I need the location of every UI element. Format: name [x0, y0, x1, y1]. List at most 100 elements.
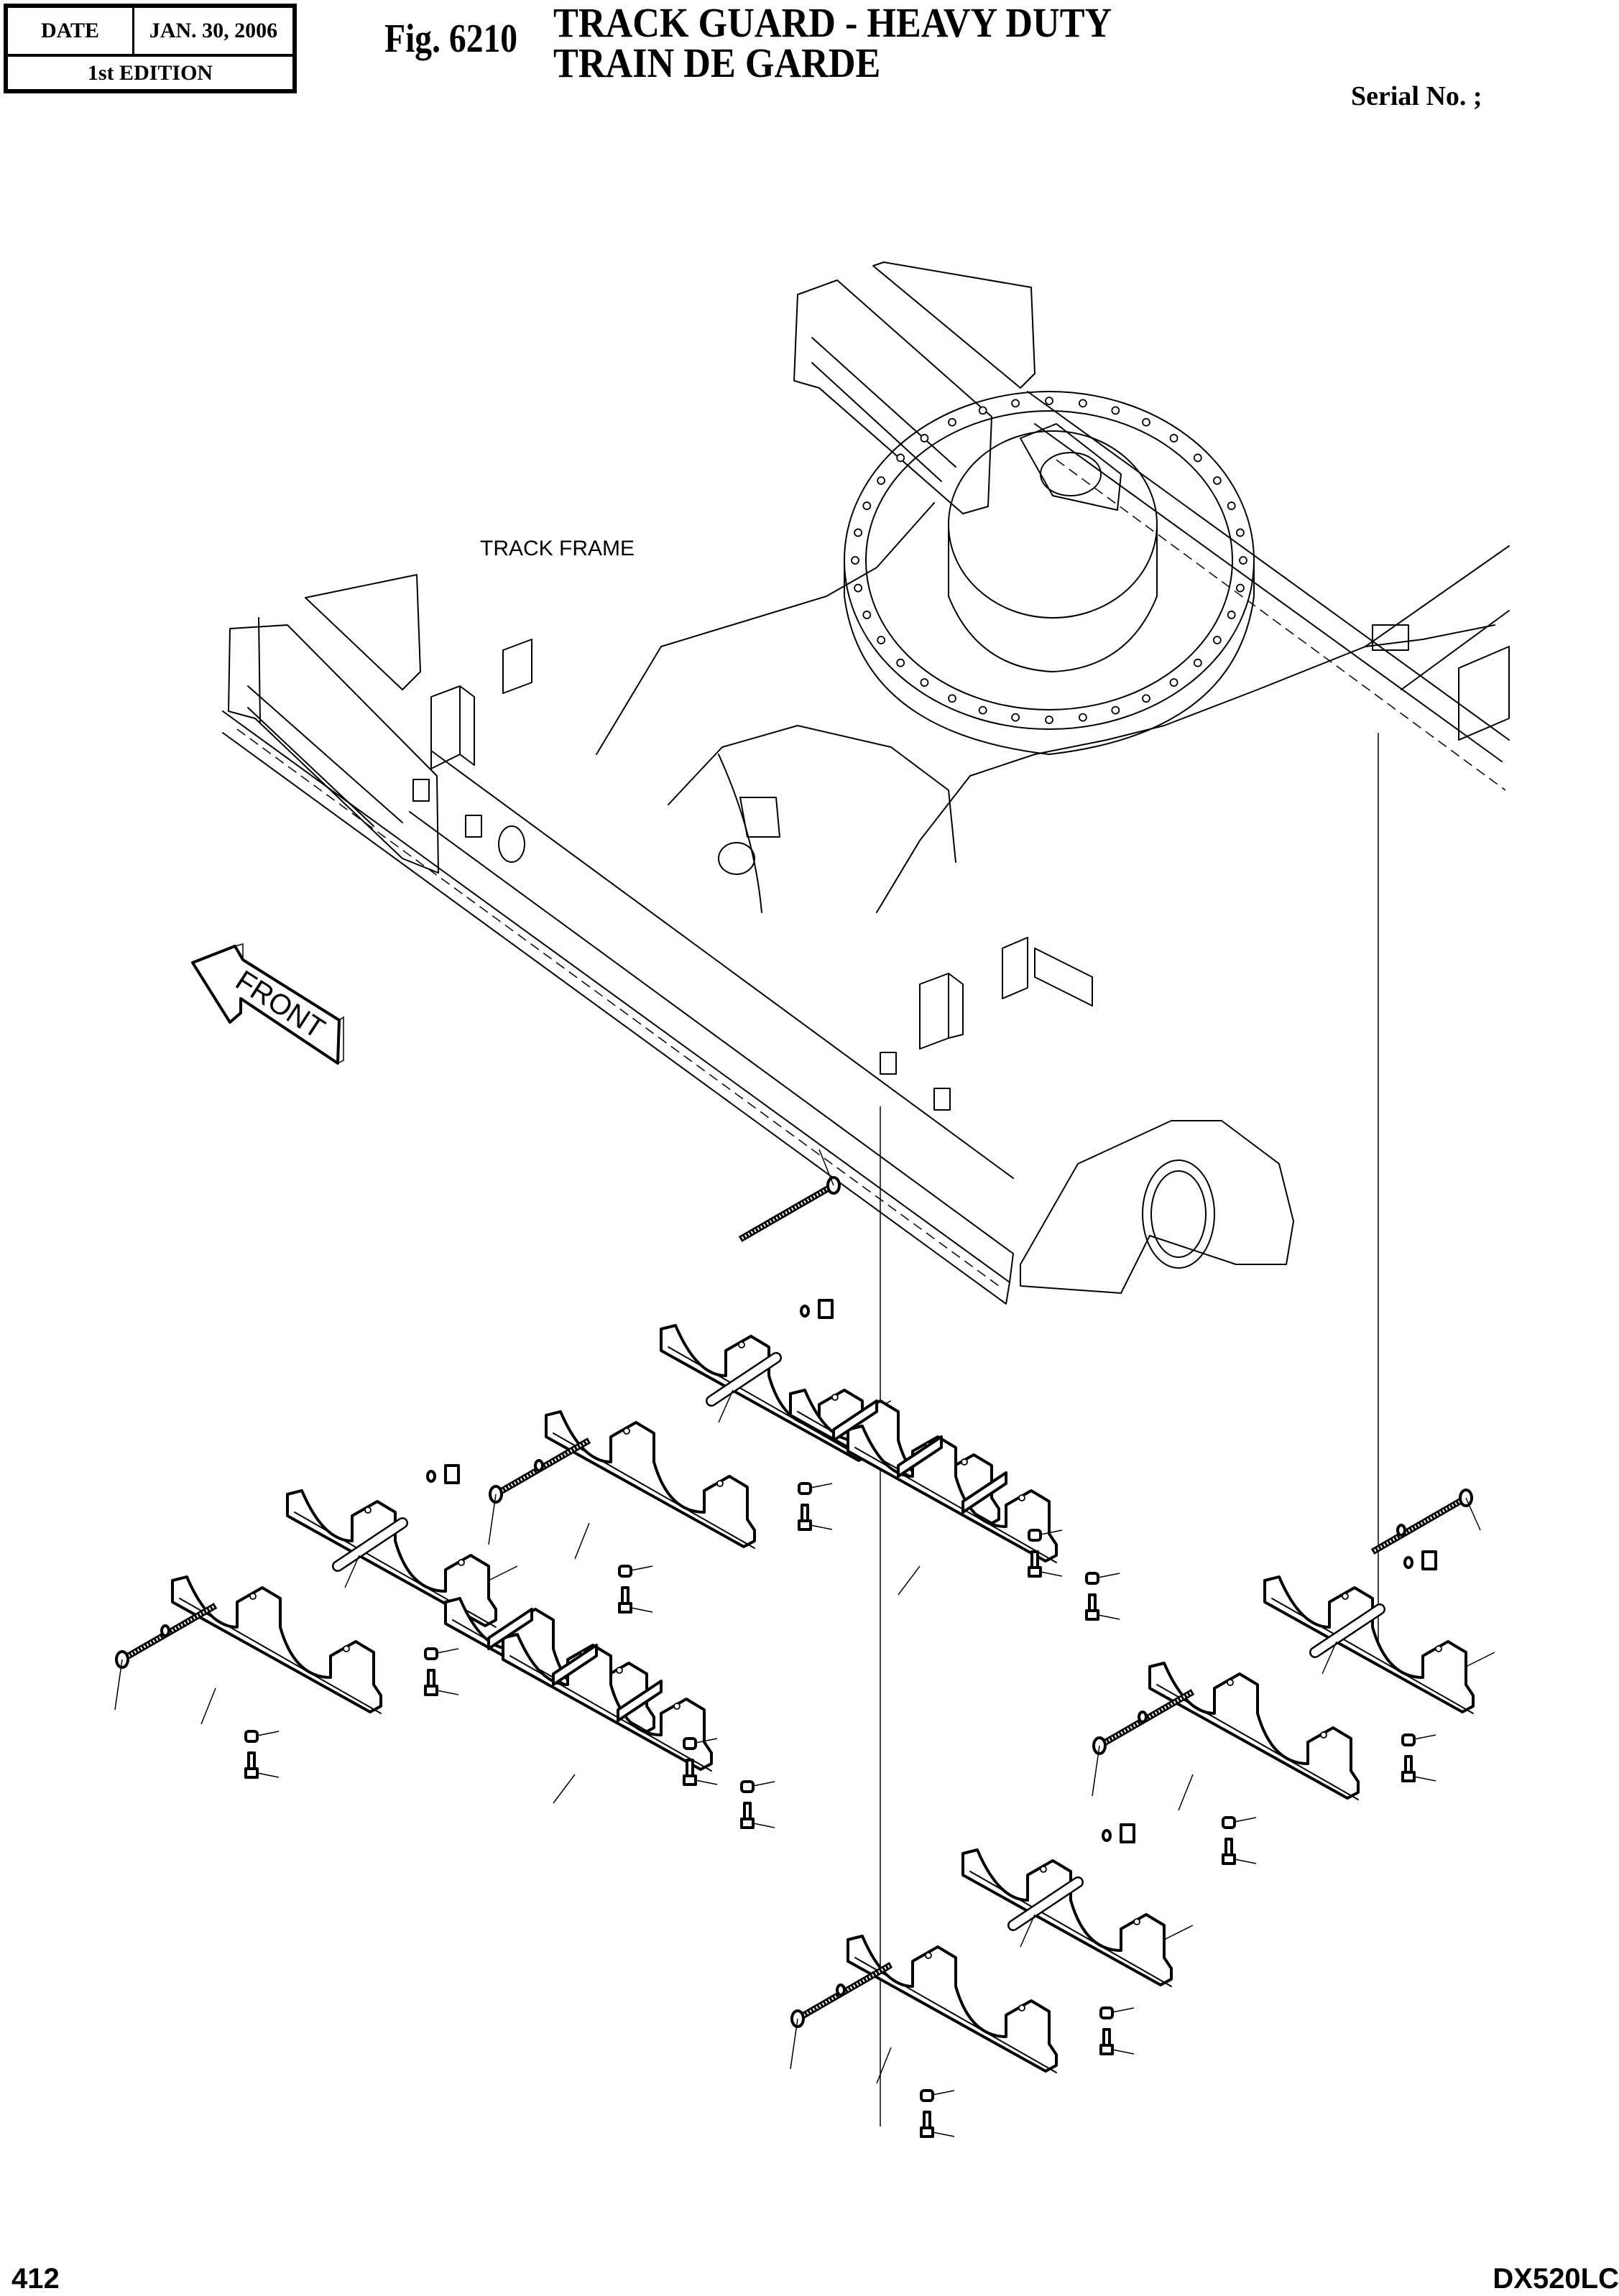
- collar: [1401, 1733, 1416, 1746]
- bolt-hole: [1045, 397, 1053, 405]
- bolt-hole: [1169, 678, 1178, 687]
- collar: [424, 1647, 438, 1660]
- collar: [1085, 1572, 1099, 1585]
- guard-hole: [738, 1341, 745, 1348]
- leader-line: [200, 1688, 216, 1725]
- track-frame: [222, 261, 1510, 1305]
- guard-rail: [1263, 1575, 1475, 1713]
- bolt-hole: [1011, 713, 1020, 722]
- bolt-hole: [920, 678, 929, 687]
- guard-hole: [343, 1645, 350, 1652]
- leader-line: [1413, 1776, 1436, 1782]
- guard-hole: [961, 1458, 968, 1466]
- leader-line: [810, 1483, 833, 1489]
- figure-number: Fig. 6210: [384, 17, 518, 61]
- spacer-pipe-fill: [707, 1353, 780, 1405]
- spring-washer: [800, 1305, 810, 1318]
- bolt-hole: [854, 583, 863, 593]
- leader-line: [1178, 1774, 1194, 1811]
- collar: [618, 1565, 632, 1578]
- date-row: DATE JAN. 30, 2006: [8, 8, 292, 57]
- bolt-hole: [1193, 453, 1202, 463]
- leader-line: [257, 1731, 280, 1736]
- spring-washer: [1102, 1829, 1112, 1842]
- bolt-hole: [1078, 399, 1087, 408]
- leader-line: [1092, 1745, 1100, 1797]
- guard-hole: [673, 1703, 681, 1710]
- long-bolt-top: [738, 1149, 841, 1242]
- spring-washer: [160, 1624, 170, 1637]
- guard-rail-edge: [179, 1598, 382, 1714]
- leader-line: [1234, 1817, 1257, 1823]
- leader-line: [1163, 1925, 1194, 1940]
- guard-hole: [249, 1593, 257, 1600]
- bolt-hole: [1142, 417, 1150, 427]
- leader-line: [488, 1494, 497, 1545]
- leader-line: [257, 1772, 280, 1778]
- short-bolt-head: [1028, 1566, 1042, 1578]
- leader-line: [752, 1823, 775, 1828]
- leader-line: [574, 1522, 590, 1560]
- leader-line: [818, 1149, 834, 1186]
- leader-line: [436, 1690, 459, 1695]
- guard-rail: [286, 1489, 497, 1627]
- track-frame-label: TRACK FRAME: [480, 537, 635, 560]
- guard-hole: [1227, 1679, 1234, 1686]
- edition-label: 1st EDITION: [87, 60, 213, 85]
- spring-washer: [1403, 1556, 1413, 1569]
- leader-line: [876, 2047, 892, 2084]
- short-bolt-head: [1401, 1771, 1416, 1782]
- bolt-hole: [862, 611, 872, 619]
- track-guard-assembly-3: [790, 1823, 1194, 2138]
- leader-line: [114, 1659, 123, 1711]
- guard-hole: [831, 1394, 839, 1401]
- track-guard-assembly-2: [488, 1299, 892, 1614]
- bolt-hole: [978, 705, 987, 715]
- leader-line: [898, 1565, 921, 1596]
- short-bolt-head: [424, 1685, 438, 1696]
- leader-line: [1413, 1734, 1436, 1740]
- short-bolt-head: [740, 1818, 755, 1829]
- guard-rail-edge: [969, 1871, 1172, 1987]
- bearing-ring-bolt-holes: [851, 397, 1247, 724]
- bolt-hole: [862, 501, 872, 510]
- collar: [798, 1482, 812, 1495]
- serial-number-label: Serial No. ;: [1351, 81, 1482, 111]
- leader-line: [695, 1779, 718, 1785]
- leader-line: [695, 1738, 718, 1744]
- leader-line: [1465, 1497, 1481, 1531]
- leader-line: [1097, 1614, 1120, 1620]
- leader-line: [1234, 1858, 1257, 1864]
- leader-line: [932, 2090, 955, 2096]
- square-plate-nut: [818, 1299, 834, 1319]
- leader-line: [1040, 1529, 1063, 1535]
- bolt-hole: [1111, 406, 1120, 415]
- bolt-hole: [1227, 611, 1236, 619]
- square-plate-nut: [1421, 1550, 1437, 1570]
- guard-hole: [1133, 1918, 1140, 1925]
- leader-line: [553, 1774, 576, 1804]
- guard-rail: [545, 1410, 756, 1548]
- long-bolt-right: [1370, 1489, 1481, 1555]
- bolt-hole: [920, 434, 929, 443]
- short-bolt-head: [1099, 2044, 1114, 2055]
- spacer-pipe-fill: [1009, 1878, 1082, 1930]
- leader-line: [1322, 1641, 1337, 1675]
- short-bolt-head: [1085, 1609, 1099, 1621]
- page-title-english: TRACK GUARD - HEAVY DUTY: [553, 0, 1112, 46]
- cross-bar: [552, 1644, 598, 1686]
- bolt-hole: [896, 658, 905, 667]
- bolt-hole: [896, 453, 905, 463]
- front-arrow: FRONT: [191, 943, 344, 1065]
- guard-rail: [1148, 1662, 1360, 1800]
- guard-hole: [1018, 1494, 1025, 1501]
- bolt-hole: [877, 476, 886, 485]
- leader-line: [630, 1565, 653, 1571]
- track-guard-assembly-1: [114, 1464, 518, 1779]
- collar: [740, 1780, 755, 1793]
- bolt-hole: [1142, 694, 1150, 703]
- bolt-hole: [1169, 434, 1178, 443]
- guard-hole: [458, 1559, 465, 1566]
- bolt-hole: [1193, 658, 1202, 667]
- square-plate-nut: [1120, 1823, 1135, 1843]
